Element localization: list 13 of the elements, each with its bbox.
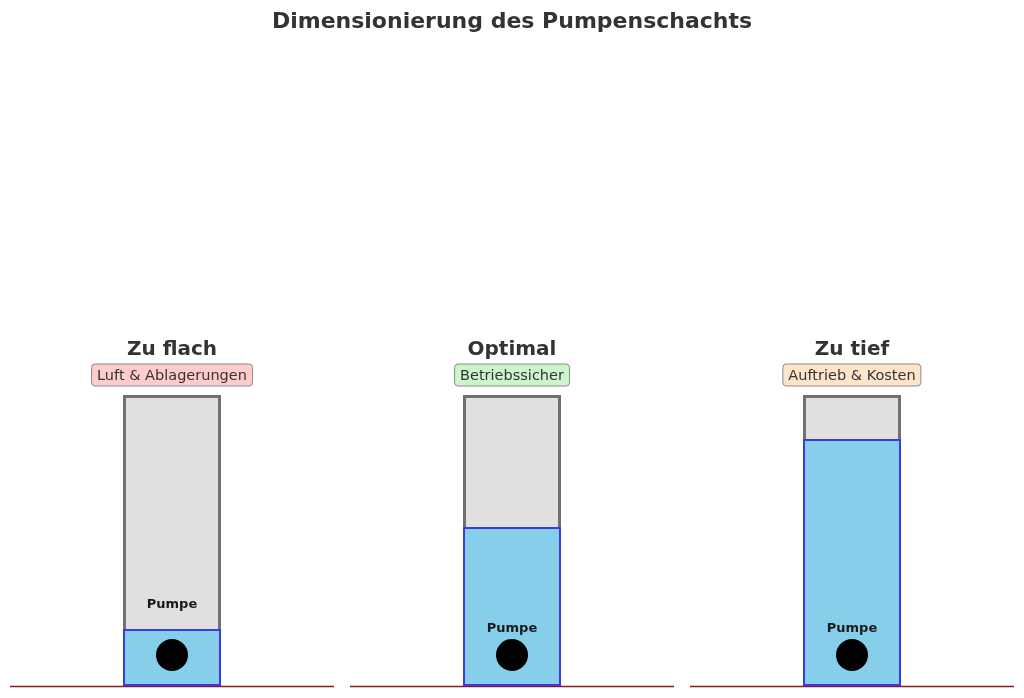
panel-heading: Zu flach	[126, 336, 218, 360]
panel-heading: Optimal	[467, 336, 557, 360]
status-badge: Luft & Ablagerungen	[91, 363, 253, 387]
diagram-title: Dimensionierung des Pumpenschachts	[271, 7, 753, 33]
pump-shaft	[463, 395, 561, 686]
status-badge: Betriebssicher	[454, 363, 570, 387]
pump-label: Pumpe	[486, 620, 538, 635]
pump-label: Pumpe	[146, 596, 198, 611]
panel-heading: Zu tief	[814, 336, 890, 360]
pump-label: Pumpe	[826, 620, 878, 635]
pump-shaft	[803, 395, 901, 686]
status-badge: Auftrieb & Kosten	[782, 363, 922, 387]
pump-shaft	[123, 395, 221, 686]
